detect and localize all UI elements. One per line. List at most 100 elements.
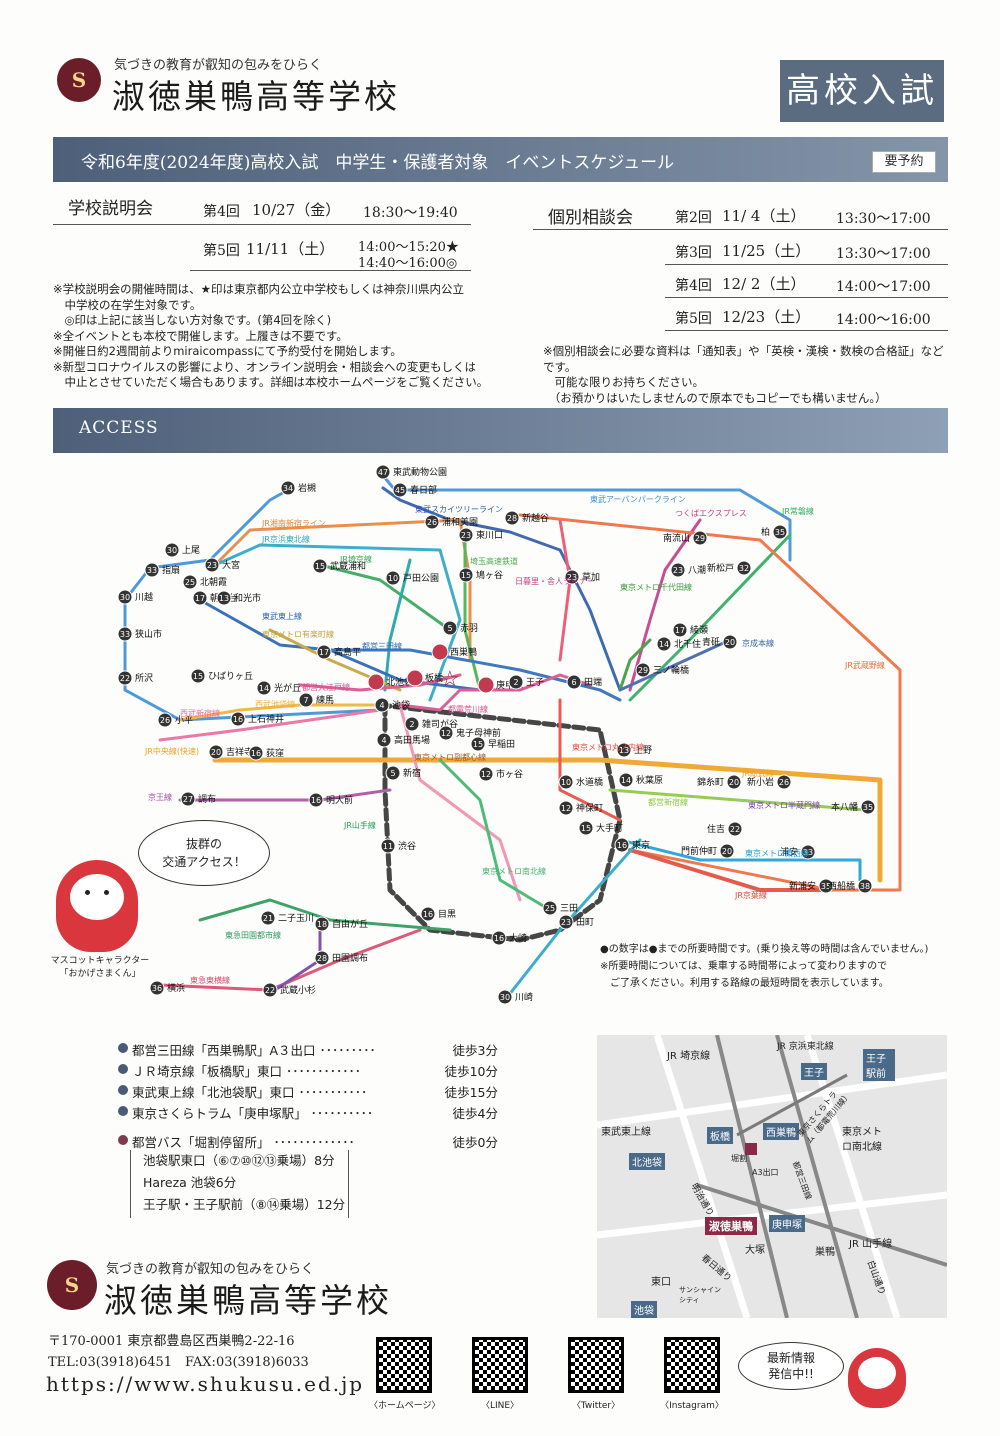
line-label: 東京メトロ有楽町線 [262,629,334,639]
school-name: 淑徳巣鴨高等学校 [112,77,400,116]
station-name: 柏 [761,526,770,538]
qr-twitter-icon[interactable] [568,1337,624,1393]
line-label: 都営大江戸線 [302,682,350,692]
station-minutes: 13 [219,594,229,603]
station-minutes: 26 [427,518,437,527]
station-name: 西船橋 [828,880,855,892]
station-minutes: 17 [195,594,205,603]
station-name: 本八幡 [831,801,858,813]
station-minutes: 13 [619,746,629,755]
station-name: 北千住 [674,638,701,650]
website-link[interactable]: https://www.shukusu.ed.jp [46,1372,365,1396]
map-label: 王子 [801,1063,827,1080]
qr-homepage-icon[interactable] [376,1337,432,1393]
station-marker: 13 和光市 [216,590,261,606]
station-name: 新越谷 [522,512,549,524]
route-text: ＪＲ埼京線「板橋駅」東口 ････････････ [132,1064,361,1079]
station-minutes: 12 [481,770,491,779]
station-name: 八潮 [688,564,706,576]
soudan-cell: 11/ 4（土） [722,207,806,225]
station-name: 新浦安 [789,880,816,892]
phone-fax: TEL:03(3918)6451 FAX:03(3918)6033 [48,1355,309,1370]
station-minutes: 34 [283,484,293,493]
station-name: 二子玉川 [278,913,314,924]
line-label: 西武新宿線 [180,708,220,718]
station-name: 赤羽 [460,623,478,634]
station-minutes: 26 [779,778,789,787]
footer-tagline: 気づきの教育が叡知の包みをひらく [106,1262,315,1277]
station-minutes: 23 [561,918,571,927]
station-minutes: 6 [571,678,576,687]
tagline: 気づきの教育が叡知の包みをひらく [114,58,323,73]
station-minutes: 10 [388,574,398,583]
station-name: 大崎 [509,932,527,944]
station-name: 錦糸町 [697,776,724,788]
station-minutes: 17 [319,648,329,657]
station-marker: 北池袋 [367,673,413,691]
route-walk: 徒歩15分 [444,1085,498,1100]
bus-list: 池袋駅東口（⑥⑦⑩⑫⑬乗場）8分 Hareza 池袋6分 王子駅・王子駅前（⑧⑭… [130,1150,349,1218]
station-name: 池袋 [392,699,410,711]
station-minutes: 22 [120,674,130,683]
station-name: 住吉 [707,823,725,835]
station-minutes: 20 [722,847,732,856]
station-minutes: 16 [311,796,321,805]
station-minutes: 47 [378,468,388,477]
station-name: 練馬 [316,694,334,706]
station-name: 田町 [576,917,594,928]
station-name: 和光市 [234,592,261,604]
station-minutes: 15 [315,562,325,571]
qr-instagram-icon[interactable] [664,1337,720,1393]
bus-item: Hareza 池袋6分 [143,1175,237,1190]
station-name: 綾瀬 [690,624,708,636]
route-text: 東武東上線「北池袋駅」東口 ･･･････････ [132,1085,368,1100]
divider [665,330,948,331]
station-name: 岩槻 [298,482,316,494]
station-minutes: 35 [775,528,785,537]
station-minutes: 35 [863,803,873,812]
station-name: 光が丘 [274,682,301,694]
map-label: 西巣鴨 [763,1123,799,1140]
map-label: 東口 [651,1277,671,1288]
soudan-cell: 第5回 [675,311,712,327]
divider [665,264,948,265]
station-name: 浦安 [780,846,798,858]
line-label: 都電荒川線 [448,704,488,714]
bullet-icon [118,1135,128,1145]
station-name: 大手町 [596,822,623,834]
station-name: 門前仲町 [681,845,717,857]
mascot-icon [56,860,138,952]
qr-line-icon[interactable] [472,1337,528,1393]
station-name: 上尾 [182,545,200,556]
map-label: JR 京浜東北線 [777,1042,834,1052]
station-minutes: 11 [383,842,393,851]
line-label: 東急田園都市線 [225,930,281,940]
station-marker: 35 柏 [761,524,788,540]
qr-label: 〈Instagram〉 [660,1401,724,1411]
line-label: JR武蔵野線 [844,660,885,670]
soudan-cell: 13:30〜17:00 [836,246,931,262]
station-minutes: 15 [461,571,471,580]
